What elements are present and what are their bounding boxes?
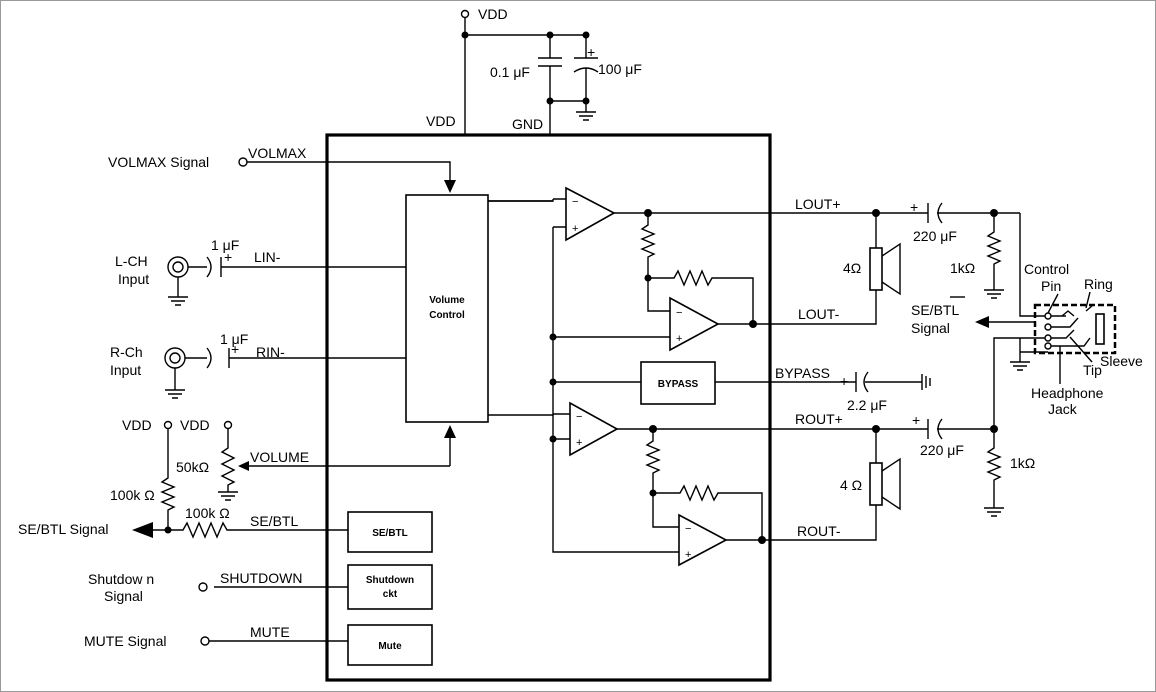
left-channel-amps: − + − + LOUT+ LOUT- [488,186,877,545]
sebtl-signal-label: SE/BTL Signal [18,521,109,537]
amp1-minus: − [572,196,578,208]
right-1k-label: 1kΩ [1010,455,1035,471]
vdd-top-pin [460,9,470,19]
bypass-block: BYPASS BYPASS + 2.2 μF [549,361,931,413]
left-speaker-label: 4Ω [843,260,861,276]
volume-net-label: VOLUME [250,449,309,465]
shutdown-signal-line1: Shutdow n [88,571,154,587]
ring-label: Ring [1084,276,1113,292]
bypass-block-label: BYPASS [658,379,699,390]
amp3-minus: − [576,411,582,423]
mute-signal-label: MUTE Signal [84,633,166,649]
bypass-cap-plus: + [840,373,848,389]
left-output-network: 4Ω + 220 μF 1kΩ [843,199,1048,317]
headphone-jack-label-2: Jack [1048,401,1078,417]
rin-net-label: RIN- [256,344,285,360]
cap-100uf-label: 100 μF [598,61,642,77]
rout-minus-label: ROUT- [797,523,841,539]
lch-input: L-CH Input 1 μF + LIN- [115,237,406,306]
control-pin-label-2: Pin [1041,278,1061,294]
amp1-plus: + [572,223,578,235]
cap-plus-sign: + [587,44,595,60]
volume-pot-and-bias: VDD VDD 50kΩ VOLUME 100k Ω SE/BTL Signal… [18,417,456,539]
vdd-top-label: VDD [478,6,508,22]
rout-plus-label: ROUT+ [795,411,843,427]
right-220uf-label: 220 μF [920,442,964,458]
right-output-network: 4 Ω + 220 μF 1kΩ [840,337,1048,517]
left-cap-plus: + [910,199,918,215]
mute-block-label: Mute [378,641,402,652]
rch-cap-plus: + [231,341,239,357]
rch-input: R-Ch Input 1 μF + RIN- [110,331,406,399]
shutdown-block-line1: Shutdown [366,575,414,586]
left-1k-label: 1kΩ [950,260,975,276]
amp2-plus: + [676,333,682,345]
rch-label-1: R-Ch [110,344,143,360]
left-speaker [869,247,883,291]
rch-label-2: Input [110,362,141,378]
bypass-net-label: BYPASS [775,365,830,381]
cap-0-1uf-label: 0.1 μF [490,64,530,80]
tip-label: Tip [1083,362,1102,378]
lch-label-2: Input [118,271,149,287]
control-blocks: SE/BTL Shutdow n Signal SHUTDOWN Shutdow… [84,511,433,666]
shutdown-block-line2: ckt [383,589,398,600]
shutdown-net-label: SHUTDOWN [220,570,302,586]
volmax-input: VOLMAX Signal VOLMAX [108,145,456,193]
headphone-jack-label-1: Headphone [1031,385,1104,401]
right-channel-amps: − + − + ROUT+ ROUT- [488,401,877,567]
right-speaker-label: 4 Ω [840,477,862,493]
volmax-signal-label: VOLMAX Signal [108,154,209,170]
sebtl-block-label: SE/BTL [372,528,408,539]
amp4-plus: + [685,549,691,561]
amp4-minus: − [685,523,691,535]
volume-control-line1: Volume [429,295,465,306]
res-100k-horizontal-label: 100k Ω [185,505,230,521]
headphone-jack: Control Pin Ring SE/BTL Signal Tip Sleev… [911,261,1143,417]
volume-control-line2: Control [429,310,465,321]
lout-plus-label: LOUT+ [795,196,841,212]
control-pin-label-1: Control [1024,261,1069,277]
shutdown-signal-line2: Signal [104,588,143,604]
volmax-net-label: VOLMAX [248,145,307,161]
sebtl-output-label-1: SE/BTL [911,302,959,318]
lch-label-1: L-CH [115,253,148,269]
volume-control-block: Volume Control [405,194,489,423]
lout-minus-label: LOUT- [798,306,840,322]
pot-50k-label: 50kΩ [176,459,209,475]
lch-cap-label: 1 μF [211,237,239,253]
sebtl-output-label-2: Signal [911,320,950,336]
amp2-minus: − [676,307,682,319]
sleeve-label: Sleeve [1100,353,1143,369]
rch-cap-label: 1 μF [220,331,248,347]
res-100k-vertical-label: 100k Ω [110,487,155,503]
vdd-left2-label: VDD [180,417,210,433]
bypass-cap-label: 2.2 μF [847,397,887,413]
ic-package-outline [325,133,772,682]
vdd-pin-label: VDD [426,113,456,129]
vdd-left1-label: VDD [122,417,152,433]
lch-cap-plus: + [224,249,232,265]
lin-net-label: LIN- [254,249,281,265]
left-220uf-label: 220 μF [913,228,957,244]
power-supply: VDD 0.1 μF + 100 μF VDD GND [426,6,642,135]
amp3-plus: + [576,437,582,449]
right-cap-plus: + [912,412,920,428]
sebtl-net-label: SE/BTL [250,513,298,529]
right-speaker [869,462,883,506]
mute-net-label: MUTE [250,624,290,640]
gnd-pin-label: GND [512,116,543,132]
